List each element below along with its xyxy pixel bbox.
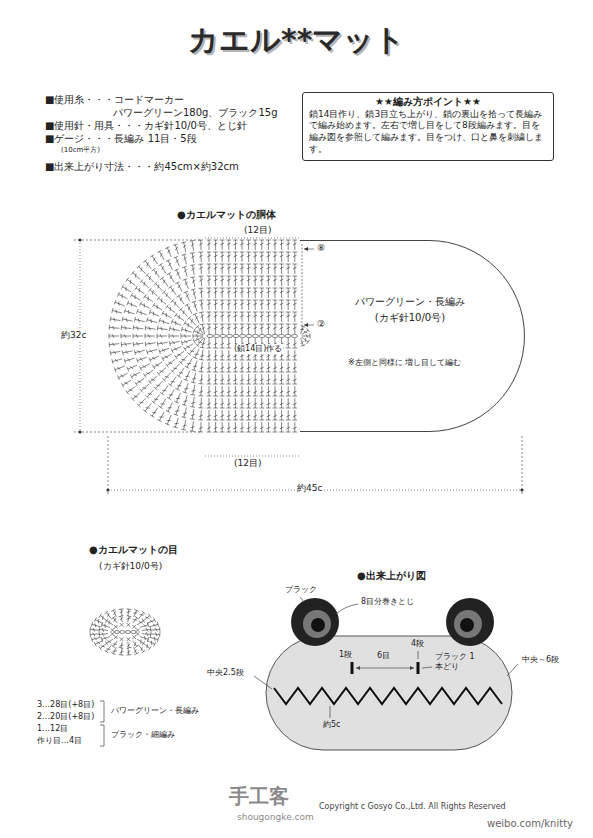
chain-stitch <box>125 631 130 634</box>
chain-stitch <box>272 334 278 337</box>
chain-stitch <box>207 334 213 337</box>
key-brackets <box>100 701 104 746</box>
chain-stitch <box>233 334 239 337</box>
chain-stitch <box>220 334 226 337</box>
hook-note: (カギ針10/0号) <box>98 561 163 572</box>
chain-stitch <box>279 334 285 337</box>
spec-line: ■使用糸・・・コードマーカー <box>44 94 185 106</box>
section-heading: ●カエルマットの胴体 <box>176 209 277 221</box>
dimension: 約32c <box>60 330 87 341</box>
page-title: カエル**マット <box>188 22 405 58</box>
watermark: shougongke.com <box>236 812 315 823</box>
chain-stitch <box>259 334 265 337</box>
chain-stitch <box>214 334 220 337</box>
box-heading: ★★編み方ポイント★★ <box>309 96 547 109</box>
row-marker: ② <box>316 319 326 330</box>
round-key: 3…28目(+8目) <box>36 700 95 710</box>
spec-note: (10cm平方) <box>60 146 101 154</box>
dimension: 6目 <box>376 651 391 661</box>
watermark: weibo.com/knitty <box>486 818 574 830</box>
round-key: 2…20目(+8目) <box>36 712 95 722</box>
chain-stitch <box>227 334 233 337</box>
part-label: ブラック <box>284 585 318 595</box>
frog-figure <box>254 597 518 750</box>
chain-stitch <box>246 334 252 337</box>
stitch-symbols <box>90 240 310 655</box>
part-label: ブラック 1本どり <box>434 652 480 671</box>
stitch-count: (12目) <box>233 458 262 469</box>
chain-stitch <box>240 334 246 337</box>
dimension: 約45c <box>296 483 323 494</box>
row-marker: ⑧ <box>316 243 326 254</box>
chain-stitch <box>120 631 125 634</box>
outline-path <box>300 241 525 432</box>
dimension: 4段 <box>410 639 425 649</box>
chain-stitch <box>266 334 272 337</box>
key-color: ブラック・細編み <box>110 730 176 740</box>
copyright: Copyright c Gosyo Co.,Ltd. All Rights Re… <box>318 802 507 812</box>
dimension: 約5c <box>322 720 342 730</box>
section-heading: ●出来上がり図 <box>356 570 427 582</box>
section-heading: ●カエルマットの目 <box>88 544 179 556</box>
round-key: 作り目…4目 <box>36 736 83 746</box>
yarn-label: パワーグリーン・長編み <box>320 295 500 309</box>
note-box: ★★編み方ポイント★★鎖14目作り、鎖3目立ち上がり、鎖の裏山を拾って長編みで編… <box>302 92 554 161</box>
spec-line: ■ゲージ・・・長編み 11目・5段 <box>44 133 198 145</box>
chain-note: (鎖14目)作る <box>233 344 283 354</box>
part-label: 8目分巻きとじ <box>360 597 415 607</box>
note-text: ※左側と同様に 増し目して編む <box>348 358 466 369</box>
spec-line: ■出来上がり寸法・・・約45cm×約32cm <box>44 161 240 173</box>
hook-label: (カギ針10/0号) <box>320 311 500 325</box>
dimension: 1段 <box>338 650 353 660</box>
spec-line: パワーグリーン180g、ブラック15g <box>112 107 279 119</box>
chain-stitch <box>131 631 136 634</box>
spec-line: ■使用針・用具・・・カギ針10/0号、とじ針 <box>44 120 248 132</box>
body-outline: パワーグリーン・長編み (カギ針10/0号) ※左側と同様に 増し目して編む <box>300 240 525 432</box>
dimension-lines <box>74 238 522 494</box>
round-key: 1…12目 <box>36 724 69 734</box>
dimension: 中央2.5段 <box>206 668 245 678</box>
dimension: 中央～6段 <box>521 655 560 665</box>
watermark: 手工客 <box>228 784 290 808</box>
stitch-count: (12目) <box>243 225 272 236</box>
chain-stitch <box>114 631 119 634</box>
key-color: パワーグリーン・長編み <box>110 706 200 716</box>
box-body: 鎖14目作り、鎖3目立ち上がり、鎖の裏山を拾って長編みで編み始めます。左右で増し… <box>309 109 547 156</box>
body-half-outline <box>300 240 525 432</box>
stitch-chart <box>90 240 310 655</box>
chain-stitch <box>285 334 291 337</box>
chain-stitch <box>292 334 298 337</box>
chain-stitch <box>253 334 259 337</box>
